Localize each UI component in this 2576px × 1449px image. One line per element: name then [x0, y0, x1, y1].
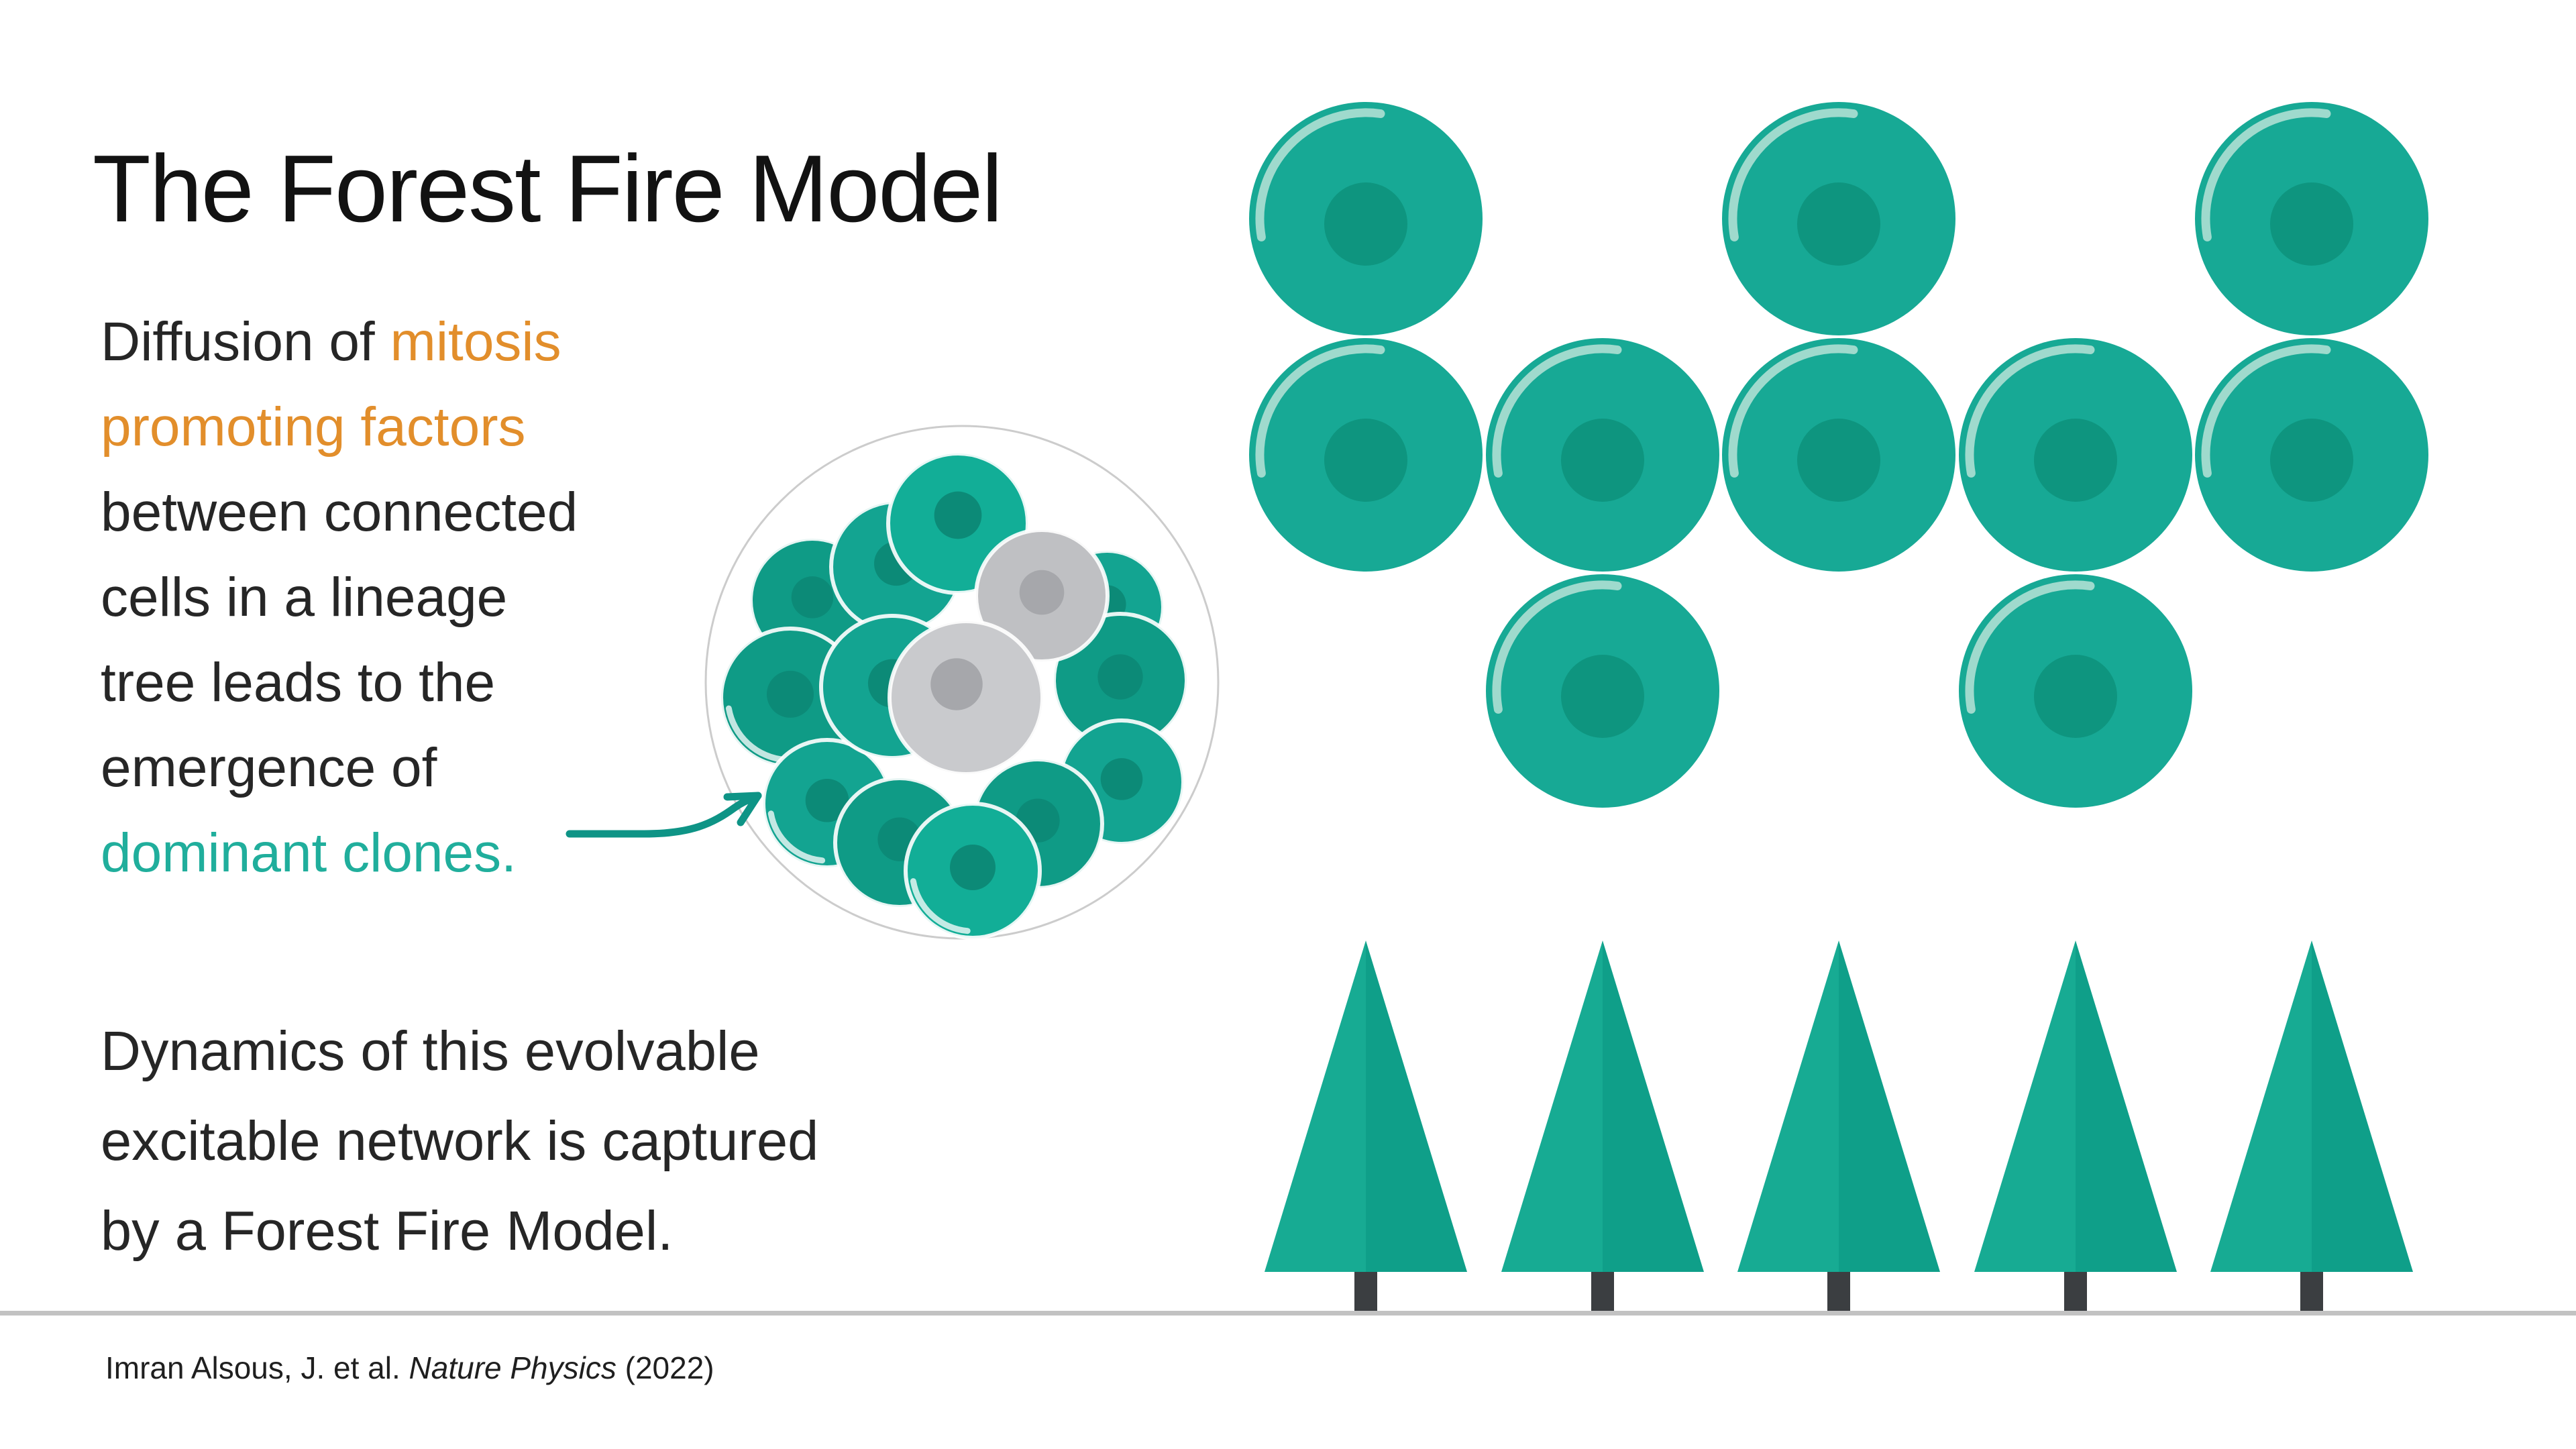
blob-cell-highlight — [910, 878, 971, 934]
cell-highlight — [2201, 108, 2331, 241]
cell-circle — [1486, 338, 1719, 572]
cell-nucleus — [1324, 419, 1407, 502]
blob-cell-nucleus — [1097, 654, 1143, 700]
arrow-head — [723, 792, 762, 826]
intro-line: promoting factors — [101, 384, 578, 470]
tree-foliage-left — [1974, 941, 2076, 1272]
ground-line — [0, 1311, 2576, 1316]
tree-foliage-right — [2312, 941, 2413, 1272]
cell-lineage-cluster — [1249, 102, 2428, 808]
cell-circle — [1722, 338, 1955, 572]
citation: Imran Alsous, J. et al. Nature Physics (… — [105, 1350, 714, 1386]
cell-circle — [1249, 102, 1483, 335]
citation-journal: Nature Physics — [409, 1350, 616, 1385]
citation-authors: Imran Alsous, J. et al. — [105, 1350, 409, 1385]
blob-cell-gray — [974, 528, 1110, 663]
pine-tree — [1974, 941, 2177, 1313]
body-line: by a Forest Fire Model. — [101, 1199, 674, 1262]
intro-text-segment: tree leads to the — [101, 652, 496, 713]
tree-foliage-left — [1265, 941, 1366, 1272]
cell-circle — [2195, 102, 2428, 335]
callout-arrow — [566, 792, 762, 838]
blob-cell-nucleus — [1019, 570, 1065, 615]
body-paragraph: Dynamics of this evolvable excitable netw… — [101, 1006, 818, 1276]
intro-text-segment: dominant clones. — [101, 822, 517, 883]
intro-text-segment: between connected — [101, 482, 578, 543]
blob-cell-nucleus — [1100, 758, 1143, 800]
intro-text-segment: mitosis — [390, 311, 561, 372]
cell-circle — [1959, 574, 2192, 808]
intro-text-segment: cells in a lineage — [101, 567, 508, 628]
cell-circle — [1249, 338, 1483, 572]
cell-circle — [1959, 338, 2192, 572]
cell-highlight — [1492, 580, 1622, 714]
blob-cell-highlight — [767, 810, 826, 864]
cell-nucleus — [1561, 419, 1644, 502]
pine-tree — [2210, 941, 2413, 1313]
blob-cell-nucleus — [805, 778, 849, 822]
body-line: excitable network is captured — [101, 1110, 819, 1172]
cell-nucleus — [1797, 182, 1880, 266]
cell-circle — [1722, 102, 1955, 335]
blob-cell-highlight — [725, 705, 788, 763]
tree-foliage-right — [1366, 941, 1467, 1272]
tree-foliage-right — [1839, 941, 1940, 1272]
tree-foliage-left — [1737, 941, 1839, 1272]
blob-cell-nucleus — [766, 670, 814, 718]
citation-year: (2022) — [616, 1350, 714, 1385]
cell-highlight — [1255, 344, 1385, 478]
pine-tree — [1265, 941, 1467, 1313]
intro-line: cells in a lineage — [101, 555, 578, 640]
cell-nucleus — [1561, 655, 1644, 738]
blob-cell-nucleus — [950, 845, 996, 890]
tree-foliage-right — [2076, 941, 2177, 1272]
embryo-inset — [704, 425, 1220, 940]
blob-cell-nucleus — [934, 491, 982, 539]
cell-highlight — [2201, 344, 2331, 478]
cell-highlight — [1728, 108, 1858, 241]
cell-nucleus — [1324, 182, 1407, 266]
intro-text-segment: emergence of — [101, 737, 437, 798]
cell-circle — [1486, 574, 1719, 808]
body-line: Dynamics of this evolvable — [101, 1020, 760, 1082]
pine-tree — [1501, 941, 1704, 1313]
cell-nucleus — [2034, 655, 2117, 738]
blob-cell-gray — [888, 619, 1044, 776]
intro-paragraph: Diffusion of mitosis promoting factors bet… — [101, 299, 578, 896]
intro-text-segment: Diffusion of — [101, 311, 390, 372]
cell-nucleus — [2270, 419, 2353, 502]
arrow-shaft — [566, 792, 762, 838]
tree-foliage-left — [2210, 941, 2312, 1272]
forest-trees — [1265, 941, 2413, 1313]
intro-line: emergence of — [101, 725, 578, 810]
cell-highlight — [1492, 344, 1622, 478]
blob-cell-nucleus — [791, 576, 834, 619]
intro-line: Diffusion of mitosis — [101, 299, 578, 384]
intro-line: between connected — [101, 470, 578, 555]
intro-line: dominant clones. — [101, 810, 578, 896]
tree-foliage-left — [1501, 941, 1603, 1272]
cell-nucleus — [2270, 182, 2353, 266]
cell-highlight — [1728, 344, 1858, 478]
pine-tree — [1737, 941, 1940, 1313]
tree-foliage-right — [1603, 941, 1704, 1272]
cell-highlight — [1965, 344, 2095, 478]
cell-highlight — [1255, 108, 1385, 241]
blob-cell-teal — [904, 802, 1042, 940]
slide-title: The Forest Fire Model — [93, 136, 1003, 242]
cell-nucleus — [1797, 419, 1880, 502]
blob-cell-nucleus — [930, 658, 983, 710]
intro-text-segment: promoting factors — [101, 396, 526, 458]
intro-line: tree leads to the — [101, 640, 578, 725]
cell-nucleus — [2034, 419, 2117, 502]
cell-circle — [2195, 338, 2428, 572]
cell-highlight — [1965, 580, 2095, 714]
